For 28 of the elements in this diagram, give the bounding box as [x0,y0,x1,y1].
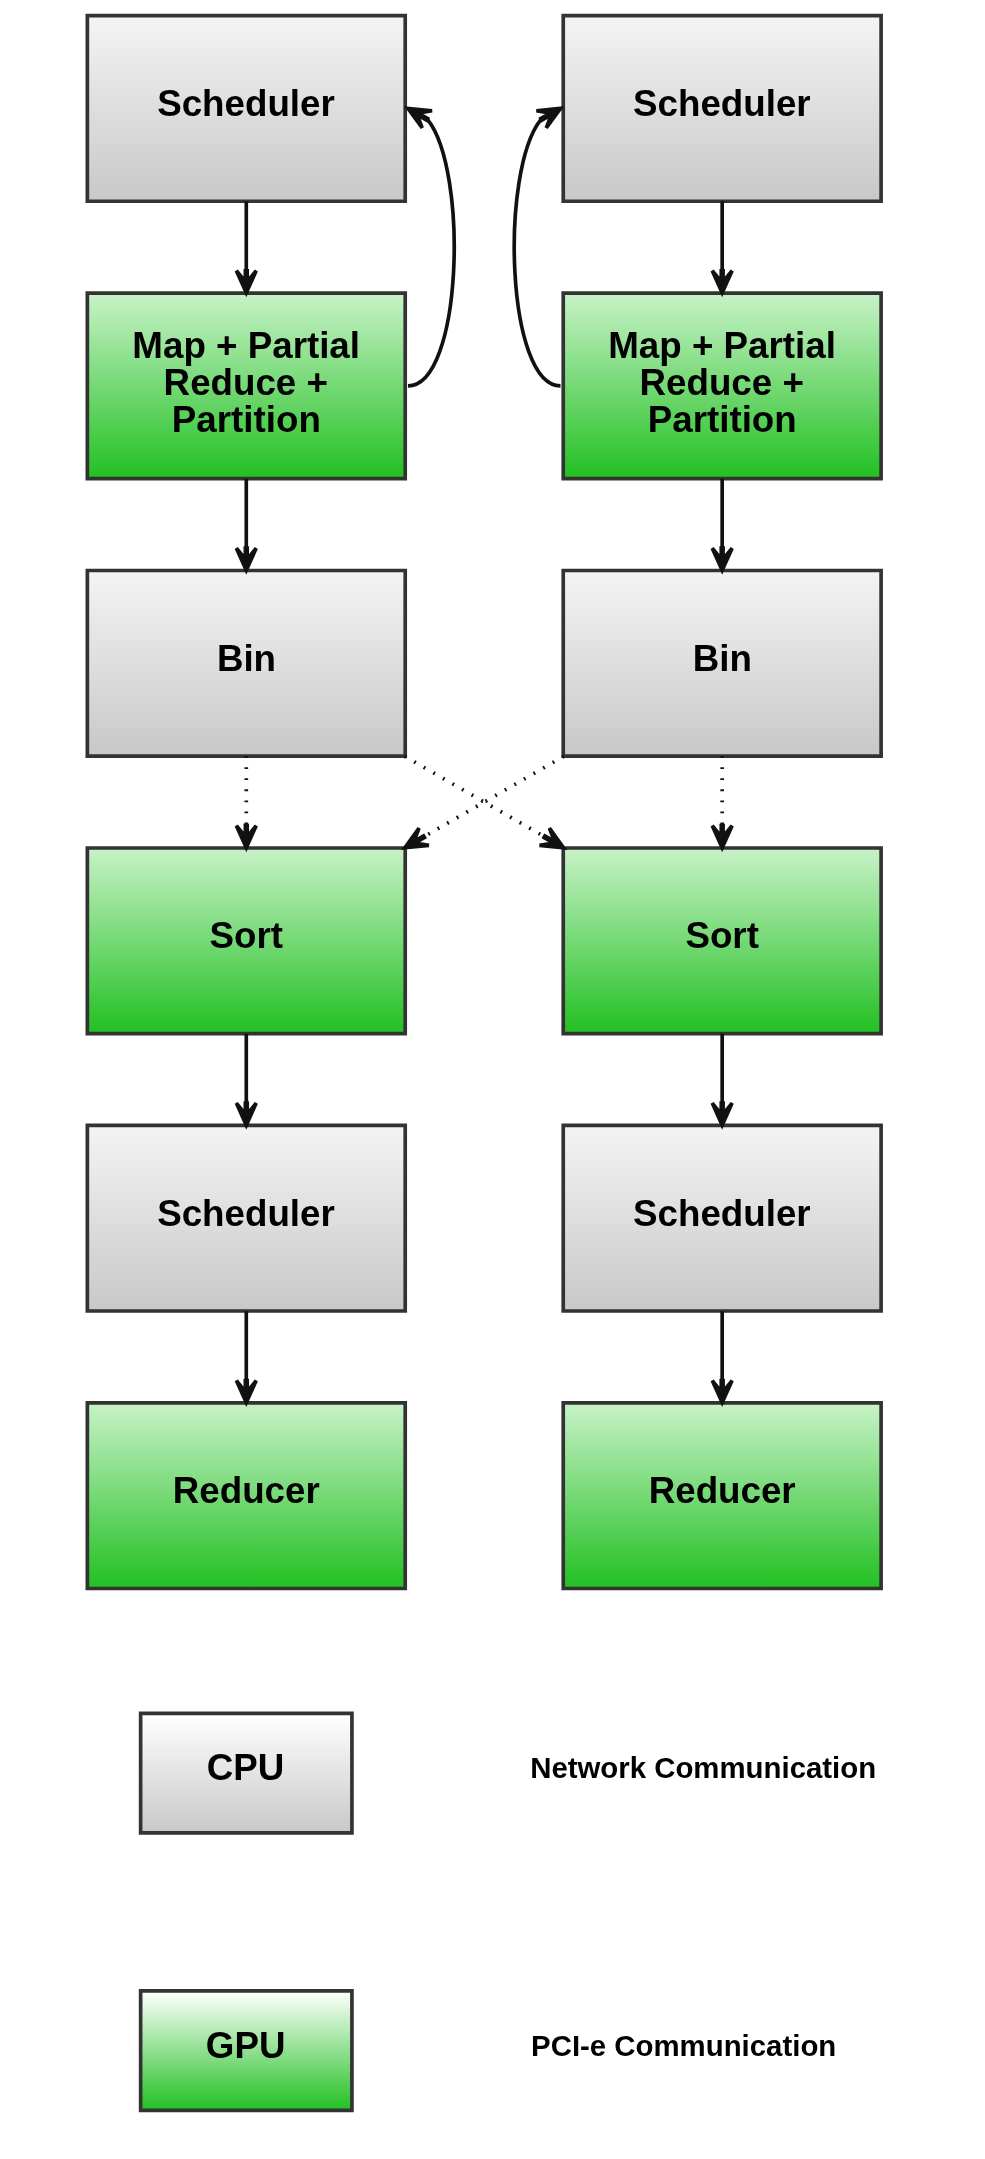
arrow [406,106,456,388]
node-box: Scheduler [85,1123,408,1313]
node-box: Map + Partial Reduce + Partition [561,291,883,481]
arrow [234,756,259,850]
node-box: Reducer [85,1401,408,1591]
legend-label: Network Communication [530,1751,877,1785]
node-box: Reducer [561,1401,883,1591]
legend-label: GPU [205,2024,286,2066]
arrow [710,478,734,573]
arrow [710,201,734,295]
arrow [710,1033,734,1127]
node-box: Sort [561,846,883,1036]
node-box: Bin [561,568,883,758]
arrow [512,106,563,388]
legend-label: PCI-e Communication [531,2028,837,2062]
arrow [234,1033,259,1127]
arrow [710,1311,734,1405]
arrow [234,201,259,295]
arrow [234,478,259,573]
arrow [710,756,734,850]
node-box: Scheduler [561,1123,883,1313]
legend-label: CPU [206,1747,285,1789]
arrow [234,1311,259,1405]
node-box: Scheduler [561,13,883,204]
node-box: Map + Partial Reduce + Partition [85,291,408,481]
node-box: Scheduler [85,13,408,204]
node-box: Bin [85,568,408,758]
node-box: Sort [85,846,408,1036]
